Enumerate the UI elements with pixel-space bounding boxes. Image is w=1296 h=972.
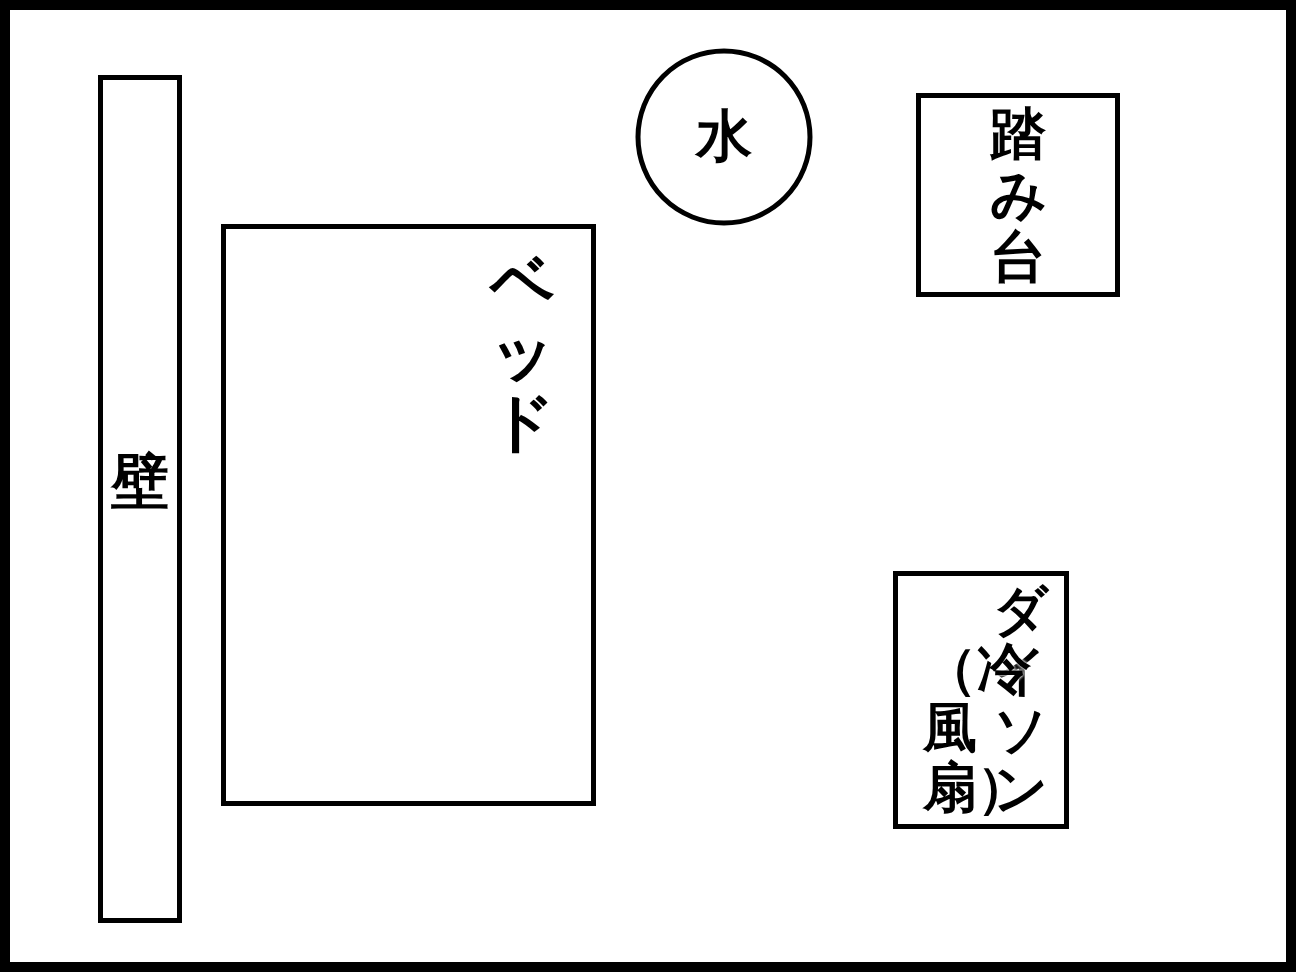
dyson-fan-box: ダイソン （冷風扇） [893,571,1069,829]
circle-shape [638,51,810,223]
node-label: （冷風扇） [923,639,977,817]
node-label: 壁 [111,450,169,514]
node-label: 踏み台 [990,103,1046,288]
node-label: ダイソン [993,581,1047,819]
bed-box: ベッド [221,224,596,806]
water-box: 水 [635,48,813,226]
node-label: ベッド [490,246,554,457]
wall-box: 壁 [98,75,182,923]
step-stool-box: 踏み台 [916,93,1120,298]
node-label: 水 [696,99,752,175]
frame [5,5,1291,967]
